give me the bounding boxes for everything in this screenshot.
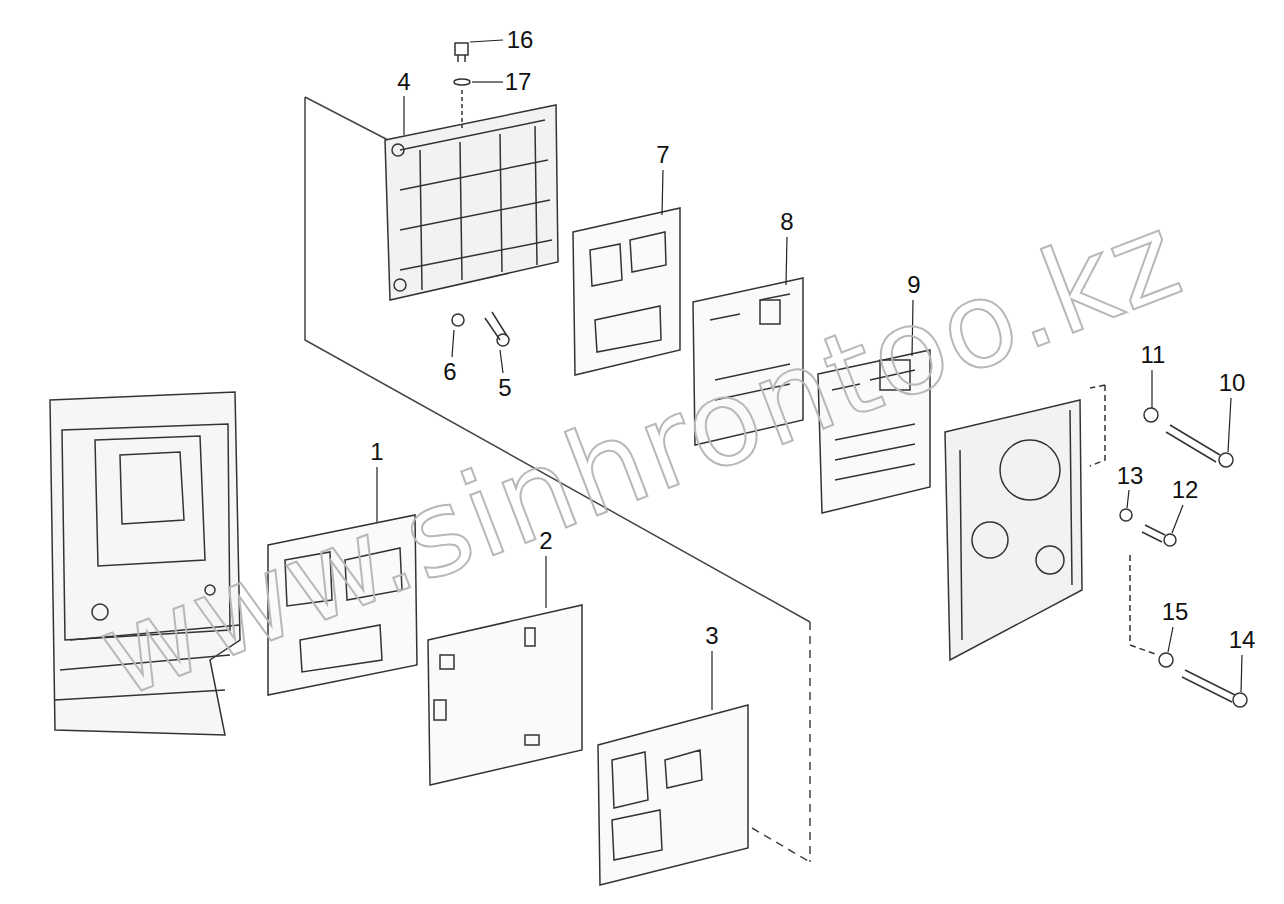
valve-body: [945, 400, 1082, 660]
callout-number: 13: [1117, 464, 1144, 488]
callout-number: 16: [507, 28, 534, 52]
callout-number: 14: [1229, 628, 1256, 652]
separator-plate: [428, 605, 582, 785]
callout-number: 1: [370, 440, 383, 464]
callout-number: 7: [656, 143, 669, 167]
callout-number: 17: [505, 70, 532, 94]
callout-number: 3: [705, 624, 718, 648]
callout-number: 8: [780, 210, 793, 234]
valve-body: [385, 105, 558, 300]
callout-number: 15: [1162, 600, 1189, 624]
gasket-plate: [598, 705, 748, 885]
callout-number: 6: [443, 360, 456, 384]
callout-number: 5: [498, 376, 511, 400]
callout-number: 11: [1141, 343, 1166, 367]
callout-number: 4: [397, 70, 410, 94]
callout-number: 10: [1219, 371, 1246, 395]
gasket-plate: [573, 208, 680, 375]
callout-number: 12: [1172, 478, 1199, 502]
